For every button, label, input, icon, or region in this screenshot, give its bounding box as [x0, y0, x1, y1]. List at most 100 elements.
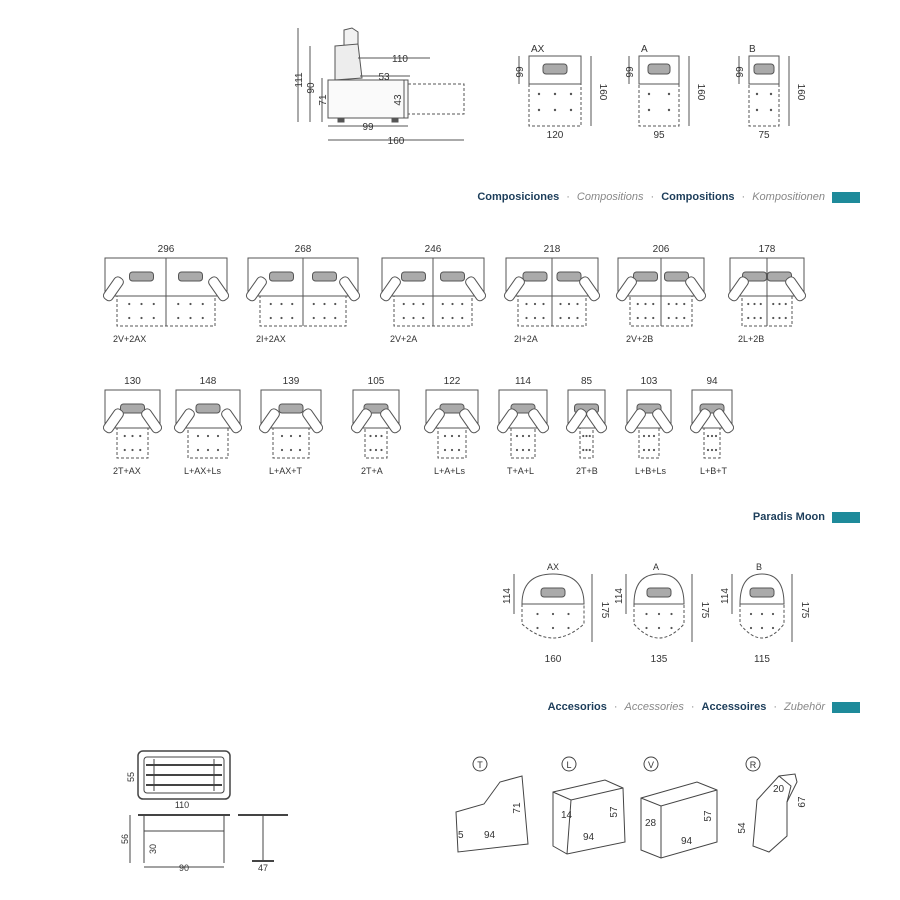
separator: ·: [773, 701, 778, 713]
composition-row1-code-label: 2I+2AX: [256, 334, 286, 344]
side-dim-height-back: 90: [306, 82, 317, 94]
accent-swatch: [832, 701, 860, 713]
compositions-title-de: Kompositionen: [752, 191, 825, 203]
accessories-header: Accesorios · Accessories · Accessoires ·…: [548, 701, 860, 713]
composition-row1-item: 246 2V+2A: [379, 244, 487, 344]
moon-module-length: 175: [799, 602, 810, 619]
composition-row1-width-label: 218: [544, 244, 561, 255]
composition-row1-item: 268 2I+2AX: [245, 244, 361, 344]
accessory-l-dim-b: 94: [583, 832, 595, 843]
accessory-r-dim-c: 67: [797, 796, 808, 808]
composition-row1-width-label: 246: [425, 244, 442, 255]
accessory-t-dim-b: 94: [484, 830, 496, 841]
accessory-v-dim-c: 57: [703, 810, 714, 822]
table-dim-side-foot: 47: [258, 863, 268, 873]
moon-title: Paradis Moon: [752, 511, 825, 523]
accessory-v-drawing: V 28 94 57: [640, 756, 718, 859]
compositions-row-1: 2962V+2AX2682I+2AX2462V+2A2182I+2A2062V+…: [102, 244, 807, 344]
composition-row2-code-label: L+AX+Ls: [184, 466, 222, 476]
composition-row1-code-label: 2V+2B: [626, 334, 653, 344]
composition-row1-code-label: 2V+2A: [390, 334, 417, 344]
compositions-title-es: Composiciones: [477, 191, 560, 203]
accessory-r-dim-b: 54: [737, 822, 748, 834]
accent-swatch: [832, 191, 860, 203]
composition-row1-width-label: 268: [295, 244, 312, 255]
side-view-drawing: 111 90 71 110 53 43 99 160: [294, 27, 465, 147]
accessory-t-dim-c: 71: [512, 802, 523, 814]
table-dim-depth: 55: [126, 772, 136, 782]
separator: ·: [566, 191, 570, 203]
moon-module-width: 135: [651, 654, 668, 665]
moon-module-width: 160: [545, 654, 562, 665]
module-b-drawing: B 99 160 75: [735, 44, 806, 141]
table-dim-leg: 30: [148, 844, 158, 854]
accessories-title-fr: Accessoires: [701, 701, 767, 713]
composition-row2-width-label: 122: [444, 376, 461, 387]
composition-row2-width-label: 105: [368, 376, 385, 387]
composition-row2-item: 85 2T+B: [565, 376, 608, 476]
side-dim-110: 110: [392, 54, 408, 65]
separator: ·: [613, 701, 618, 713]
module-a-depth: 99: [625, 66, 636, 78]
side-dim-53: 53: [378, 72, 390, 83]
accent-swatch: [832, 511, 860, 523]
separator: ·: [650, 191, 655, 203]
composition-row2-width-label: 130: [124, 376, 141, 387]
accessory-l-code: L: [566, 760, 571, 770]
compositions-title-fr: Compositions: [661, 191, 735, 203]
accessory-l-drawing: L 14 94 57: [552, 756, 626, 855]
composition-row2-code-label: L+B+Ls: [635, 466, 667, 476]
composition-row2-width-label: 114: [515, 376, 531, 387]
accessory-l-dim-c: 57: [609, 806, 620, 818]
separator: ·: [741, 191, 746, 203]
composition-row2-width-label: 148: [200, 376, 217, 387]
moon-module-depth: 114: [720, 588, 731, 604]
module-ax-drawing: AX 99 160 120: [515, 44, 608, 141]
module-a-drawing: A 99 160 95: [625, 44, 706, 141]
module-b-code: B: [749, 44, 756, 55]
compositions-header: Composiciones · Compositions · Compositi…: [477, 191, 860, 203]
accessory-v-code: V: [648, 760, 654, 770]
module-a-length: 160: [695, 84, 706, 101]
composition-row1-width-label: 206: [653, 244, 670, 255]
composition-row2-code-label: L+A+Ls: [434, 466, 466, 476]
moon-module-depth: 114: [502, 588, 513, 604]
accessory-t-code: T: [477, 760, 483, 770]
composition-row2-code-label: 2T+B: [576, 466, 598, 476]
side-dim-height-arm: 71: [318, 94, 329, 106]
moon-module-length: 175: [599, 602, 610, 619]
composition-row1-item: 178 2L+2B: [727, 244, 807, 344]
composition-row2-width-label: 139: [283, 376, 300, 387]
accessory-v-dim-b: 94: [681, 836, 693, 847]
module-ax-width: 120: [547, 130, 564, 141]
accessory-r-drawing: R 20 54 67: [737, 756, 808, 853]
module-b-width: 75: [758, 130, 770, 141]
moon-module-width: 115: [754, 654, 770, 665]
module-b-length: 160: [795, 84, 806, 101]
composition-row2-width-label: 85: [581, 376, 593, 387]
accessory-l-dim-a: 14: [561, 810, 573, 821]
composition-row1-code-label: 2L+2B: [738, 334, 764, 344]
composition-row1-width-label: 178: [759, 244, 776, 255]
accessories-title-de: Zubehör: [784, 701, 825, 713]
composition-row2-item: 94L+B+T: [689, 376, 735, 476]
table-drawing: 55 110 56 30 90 47: [120, 750, 288, 873]
compositions-title-en: Compositions: [576, 191, 644, 203]
module-b-depth: 99: [735, 66, 746, 78]
module-ax-code: AX: [531, 44, 545, 55]
composition-row2-width-label: 103: [641, 376, 658, 387]
accessory-v-dim-a: 28: [645, 818, 657, 829]
side-dim-depth-extended: 160: [388, 136, 405, 147]
accessory-r-code: R: [750, 760, 757, 770]
accessories-title-en: Accessories: [624, 701, 684, 713]
table-dim-length: 110: [175, 800, 189, 810]
